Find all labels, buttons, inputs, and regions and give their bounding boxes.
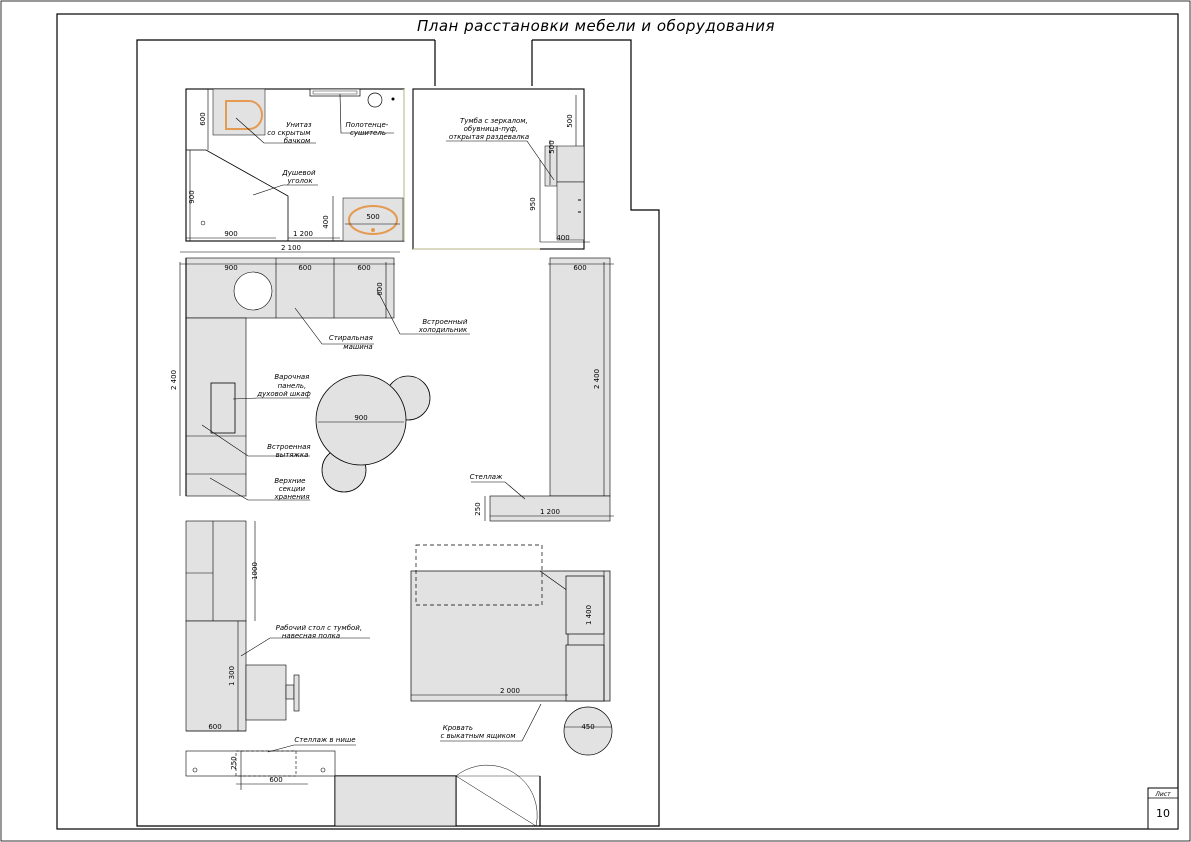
- label-washer: Стиральная машина: [329, 334, 375, 351]
- dim-stool-450: 450: [581, 723, 594, 731]
- dim-bed-2000: 2 000: [500, 687, 520, 695]
- dim-kitchen-600c: 600: [376, 282, 384, 295]
- dim-kitchen-2400: 2 400: [170, 370, 178, 390]
- label-upper-storage: Верхние секции хранения: [273, 477, 309, 501]
- dim-desk-1300: 1 300: [228, 666, 236, 686]
- dim-hall-400: 400: [556, 234, 569, 242]
- dim-rack-250: 250: [474, 502, 482, 515]
- leader-lines: [201, 93, 555, 753]
- dim-desk-1000: 1000: [251, 562, 259, 580]
- entrance: [334, 764, 538, 827]
- wardrobe: [489, 257, 611, 522]
- desk-area: [185, 520, 336, 777]
- dim-rack-1200: 1 200: [540, 508, 560, 516]
- label-fridge: Встроенный холодильник: [418, 318, 470, 334]
- dimension-lines: [179, 89, 614, 790]
- dim-desk-600: 600: [208, 723, 221, 731]
- label-hob-oven: Варочная панель, духовой шкаф: [256, 373, 311, 398]
- dim-niche-600: 600: [269, 776, 282, 784]
- sheet-label: Лист: [1154, 791, 1171, 798]
- label-shower: Душевой уголок: [281, 169, 318, 185]
- label-rack: Стеллаж: [470, 473, 504, 481]
- sink-icon: [348, 205, 398, 235]
- dim-hall-500a: 500: [566, 114, 574, 127]
- washing-machine-icon: [233, 271, 273, 311]
- dim-shower-900v: 900: [188, 190, 196, 203]
- plan-title: План расстановки мебели и оборудования: [417, 17, 775, 35]
- sheet-number: 10: [1156, 807, 1170, 820]
- dim-kitchen-600b: 600: [357, 264, 370, 272]
- dim-bed-1400: 1 400: [585, 605, 593, 625]
- dimension-labels: 600 900 900 1 200 400 500 2 100 500 500 …: [170, 112, 601, 784]
- dim-sink-500: 500: [366, 213, 379, 221]
- dim-toilet-600: 600: [199, 112, 207, 125]
- bathroom: [185, 88, 405, 242]
- kitchen: [185, 257, 395, 497]
- label-hood: Встроенная вытяжка: [267, 443, 313, 459]
- dim-wardrobe-2400: 2 400: [593, 369, 601, 389]
- label-desk: Рабочий стол с тумбой, навесная полка: [276, 624, 365, 640]
- sheet-border: [56, 13, 1179, 830]
- label-niche-rack: Стеллаж в нише: [294, 736, 355, 744]
- bed: [410, 544, 613, 756]
- sheet-stamp: Лист 10: [1147, 787, 1179, 830]
- dim-niche-250: 250: [230, 756, 238, 769]
- dim-table-900: 900: [354, 414, 367, 422]
- dim-kitchen-600a: 600: [298, 264, 311, 272]
- dim-bath-1200: 1 200: [293, 230, 313, 238]
- dim-bath-2100: 2 100: [281, 244, 301, 252]
- furniture-labels: Унитаз со скрытым бачком Полотенце- суши…: [256, 117, 530, 744]
- dim-wardrobe-600: 600: [573, 264, 586, 272]
- dim-shower-900h: 900: [224, 230, 237, 238]
- dim-hall-500b: 500: [548, 140, 556, 153]
- label-bed: Кровать с выкатным ящиком: [440, 724, 516, 740]
- dim-hall-950: 950: [529, 197, 537, 210]
- dining-table: [315, 374, 431, 493]
- dim-sink-400: 400: [322, 215, 330, 228]
- dim-kitchen-900: 900: [224, 264, 237, 272]
- label-hall-furniture: Тумба с зеркалом, обувница-пуф, открытая…: [449, 117, 530, 141]
- label-toilet: Унитаз со скрытым бачком: [267, 121, 314, 145]
- hallway: [412, 88, 585, 250]
- label-towel-dryer: Полотенце- сушитель: [345, 121, 390, 137]
- toilet-icon: [225, 100, 263, 130]
